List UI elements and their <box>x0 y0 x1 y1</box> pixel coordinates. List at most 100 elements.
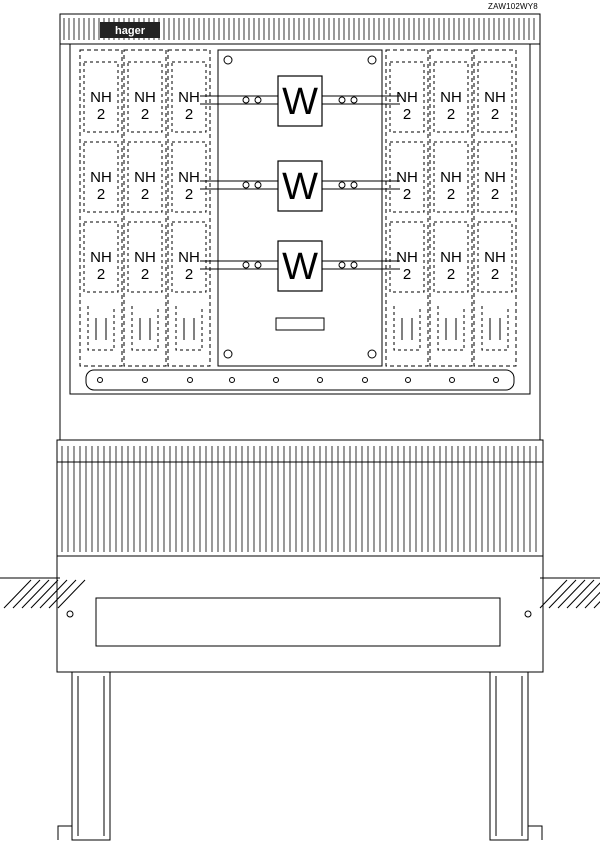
fuse-label-size: 2 <box>447 266 455 283</box>
bus-terminal <box>338 181 346 189</box>
fuse-holder <box>127 61 163 133</box>
fuse-label-nh: NH <box>90 249 112 266</box>
rail-hole <box>362 377 368 383</box>
foot-right <box>528 825 543 840</box>
fuse-holder <box>477 61 513 133</box>
ground-hatching <box>0 577 600 609</box>
meter-box <box>277 75 323 127</box>
fuse-label-size: 2 <box>491 106 499 123</box>
board-screw <box>367 349 377 359</box>
plinth-slot <box>95 597 501 647</box>
fuse-label-size: 2 <box>97 186 105 203</box>
fuse-terminal <box>131 306 159 351</box>
fuse-holder <box>433 221 469 293</box>
meter-box <box>277 240 323 292</box>
fuse-column <box>473 49 517 367</box>
terminal-rail <box>85 369 515 391</box>
brand-plate <box>100 22 160 38</box>
fuse-terminal <box>481 306 509 351</box>
fuse-label-size: 2 <box>97 266 105 283</box>
rail-hole <box>493 377 499 383</box>
rail-hole <box>229 377 235 383</box>
bus-terminal <box>242 96 250 104</box>
bus-terminal <box>338 96 346 104</box>
fuse-holder <box>83 221 119 293</box>
hatch-line <box>39 579 68 609</box>
bus-terminal <box>350 181 358 189</box>
cabinet-legs <box>57 671 543 841</box>
screw-right <box>524 610 532 618</box>
fuse-label-size: 2 <box>403 106 411 123</box>
meter-slot <box>275 317 325 331</box>
fuse-holder <box>127 221 163 293</box>
fuse-label-size: 2 <box>447 106 455 123</box>
fuse-label-nh: NH <box>134 169 156 186</box>
fuse-label-nh: NH <box>440 249 462 266</box>
fuse-label-size: 2 <box>491 266 499 283</box>
hatch-line <box>557 579 586 609</box>
rail-hole <box>449 377 455 383</box>
hatch-line <box>575 582 600 609</box>
fuse-column <box>123 49 167 367</box>
fuse-label-size: 2 <box>447 186 455 203</box>
fuse-label-nh: NH <box>90 89 112 106</box>
bus-terminal <box>254 96 262 104</box>
fuse-column <box>429 49 473 367</box>
fuse-terminal <box>393 306 421 351</box>
fuse-label-nh: NH <box>90 169 112 186</box>
plinth-cover <box>56 555 544 673</box>
fuse-holder <box>389 141 425 213</box>
fuse-column <box>167 49 211 367</box>
hatch-line <box>584 591 600 609</box>
bus-terminal <box>242 181 250 189</box>
hatch-line <box>539 579 568 609</box>
fuse-label-nh: NH <box>178 249 200 266</box>
fuse-label-size: 2 <box>403 186 411 203</box>
meter-label: W <box>282 166 318 208</box>
meter-label: W <box>282 81 318 123</box>
fuse-label-size: 2 <box>141 266 149 283</box>
board-screw <box>223 349 233 359</box>
fuse-label-size: 2 <box>185 266 193 283</box>
fuse-terminal <box>87 306 115 351</box>
bus-terminal <box>338 261 346 269</box>
hatch-line <box>12 579 41 609</box>
fuse-label-nh: NH <box>178 89 200 106</box>
fuse-column <box>79 49 123 367</box>
fuse-label-size: 2 <box>141 186 149 203</box>
foot-left <box>57 825 72 840</box>
hatch-line <box>30 579 59 609</box>
meter-label: W <box>282 246 318 288</box>
hatch-line <box>57 579 86 609</box>
rail-hole <box>142 377 148 383</box>
fuse-holder <box>83 61 119 133</box>
fuse-holder <box>389 61 425 133</box>
meter-panel: WWW <box>200 49 400 367</box>
bus-terminal <box>254 261 262 269</box>
fuse-label-size: 2 <box>403 266 411 283</box>
rail-hole <box>187 377 193 383</box>
cabinet-top: hager <box>59 13 541 441</box>
hatch-line <box>3 579 32 609</box>
rail-hole <box>317 377 323 383</box>
fuse-holder <box>433 141 469 213</box>
fuse-holder <box>433 61 469 133</box>
fuse-label-nh: NH <box>484 249 506 266</box>
mounting-plate <box>69 43 531 395</box>
terminal-rail <box>85 369 515 391</box>
fuse-label-nh: NH <box>134 89 156 106</box>
fuse-holder <box>477 141 513 213</box>
hatch-line <box>593 601 600 609</box>
fuse-label-nh: NH <box>484 89 506 106</box>
hatch-line <box>21 579 50 609</box>
fuse-label-size: 2 <box>141 106 149 123</box>
fuse-holder <box>171 141 207 213</box>
fuse-columns: NH2NH2NH2NH2NH2NH2NH2NH2NH2NH2NH2NH2NH2N… <box>79 49 517 367</box>
bus-terminal <box>350 96 358 104</box>
meter-box <box>277 160 323 212</box>
fuse-label-size: 2 <box>185 186 193 203</box>
fuse-label-nh: NH <box>484 169 506 186</box>
fuse-column <box>385 49 429 367</box>
ventilation-louvres <box>56 439 544 557</box>
